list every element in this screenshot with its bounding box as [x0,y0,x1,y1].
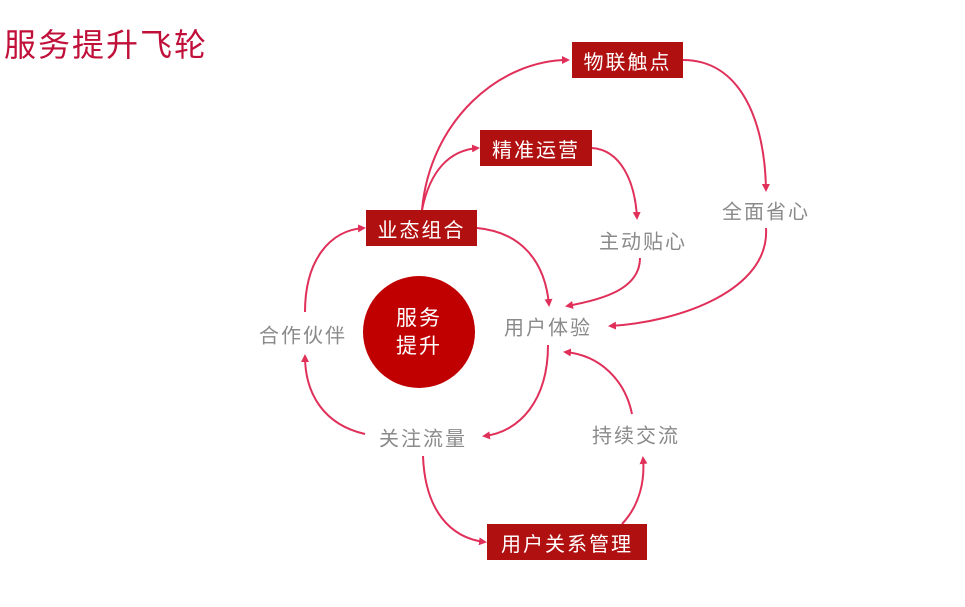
node-wulian-chudian: 物联触点 [572,42,683,78]
node-jingzhun-yunying: 精准运营 [480,130,592,166]
arrow-liuliang-to-guanxi [422,455,487,546]
hub-circle: 服务 提升 [363,276,475,388]
label-quanmian-shengxin: 全面省心 [722,199,810,224]
arrow-liuliang-to-huoban [301,354,366,435]
arrow-huoban-to-yetai [304,224,366,313]
label-yonghu-tiyan: 用户体验 [504,315,592,340]
hub-line-2: 提升 [396,334,442,358]
label-guanzhu-liuliang: 关注流量 [379,426,467,451]
label-zhudong-tiexin: 主动贴心 [599,229,687,254]
hub-line-1: 服务 [396,306,442,330]
arrow-wulian-to-quanmian [682,59,770,192]
arrow-zhudong-to-tiyan [565,257,641,309]
arrow-jingzhun-to-zhudong [591,147,641,220]
node-yetai-zuhe: 业态组合 [366,210,477,246]
label-hezuo-huoban: 合作伙伴 [259,323,347,348]
arrow-guanxi-to-jiaoliu [621,456,648,525]
page-title: 服务提升飞轮 [4,26,209,64]
arrow-jiaoliu-to-tiyan [563,348,633,415]
arrow-quanmian-to-tiyan [608,227,768,330]
arrow-yetai-to-wulian [421,56,570,211]
node-yonghu-guanxi-guanli: 用户关系管理 [487,524,647,560]
label-chixu-jiaoliu: 持续交流 [592,423,680,448]
arrow-yetai-to-jingzhun [421,144,480,211]
arrow-yetai-to-tiyan [476,227,553,307]
arrow-tiyan-to-liuliang [482,344,549,440]
